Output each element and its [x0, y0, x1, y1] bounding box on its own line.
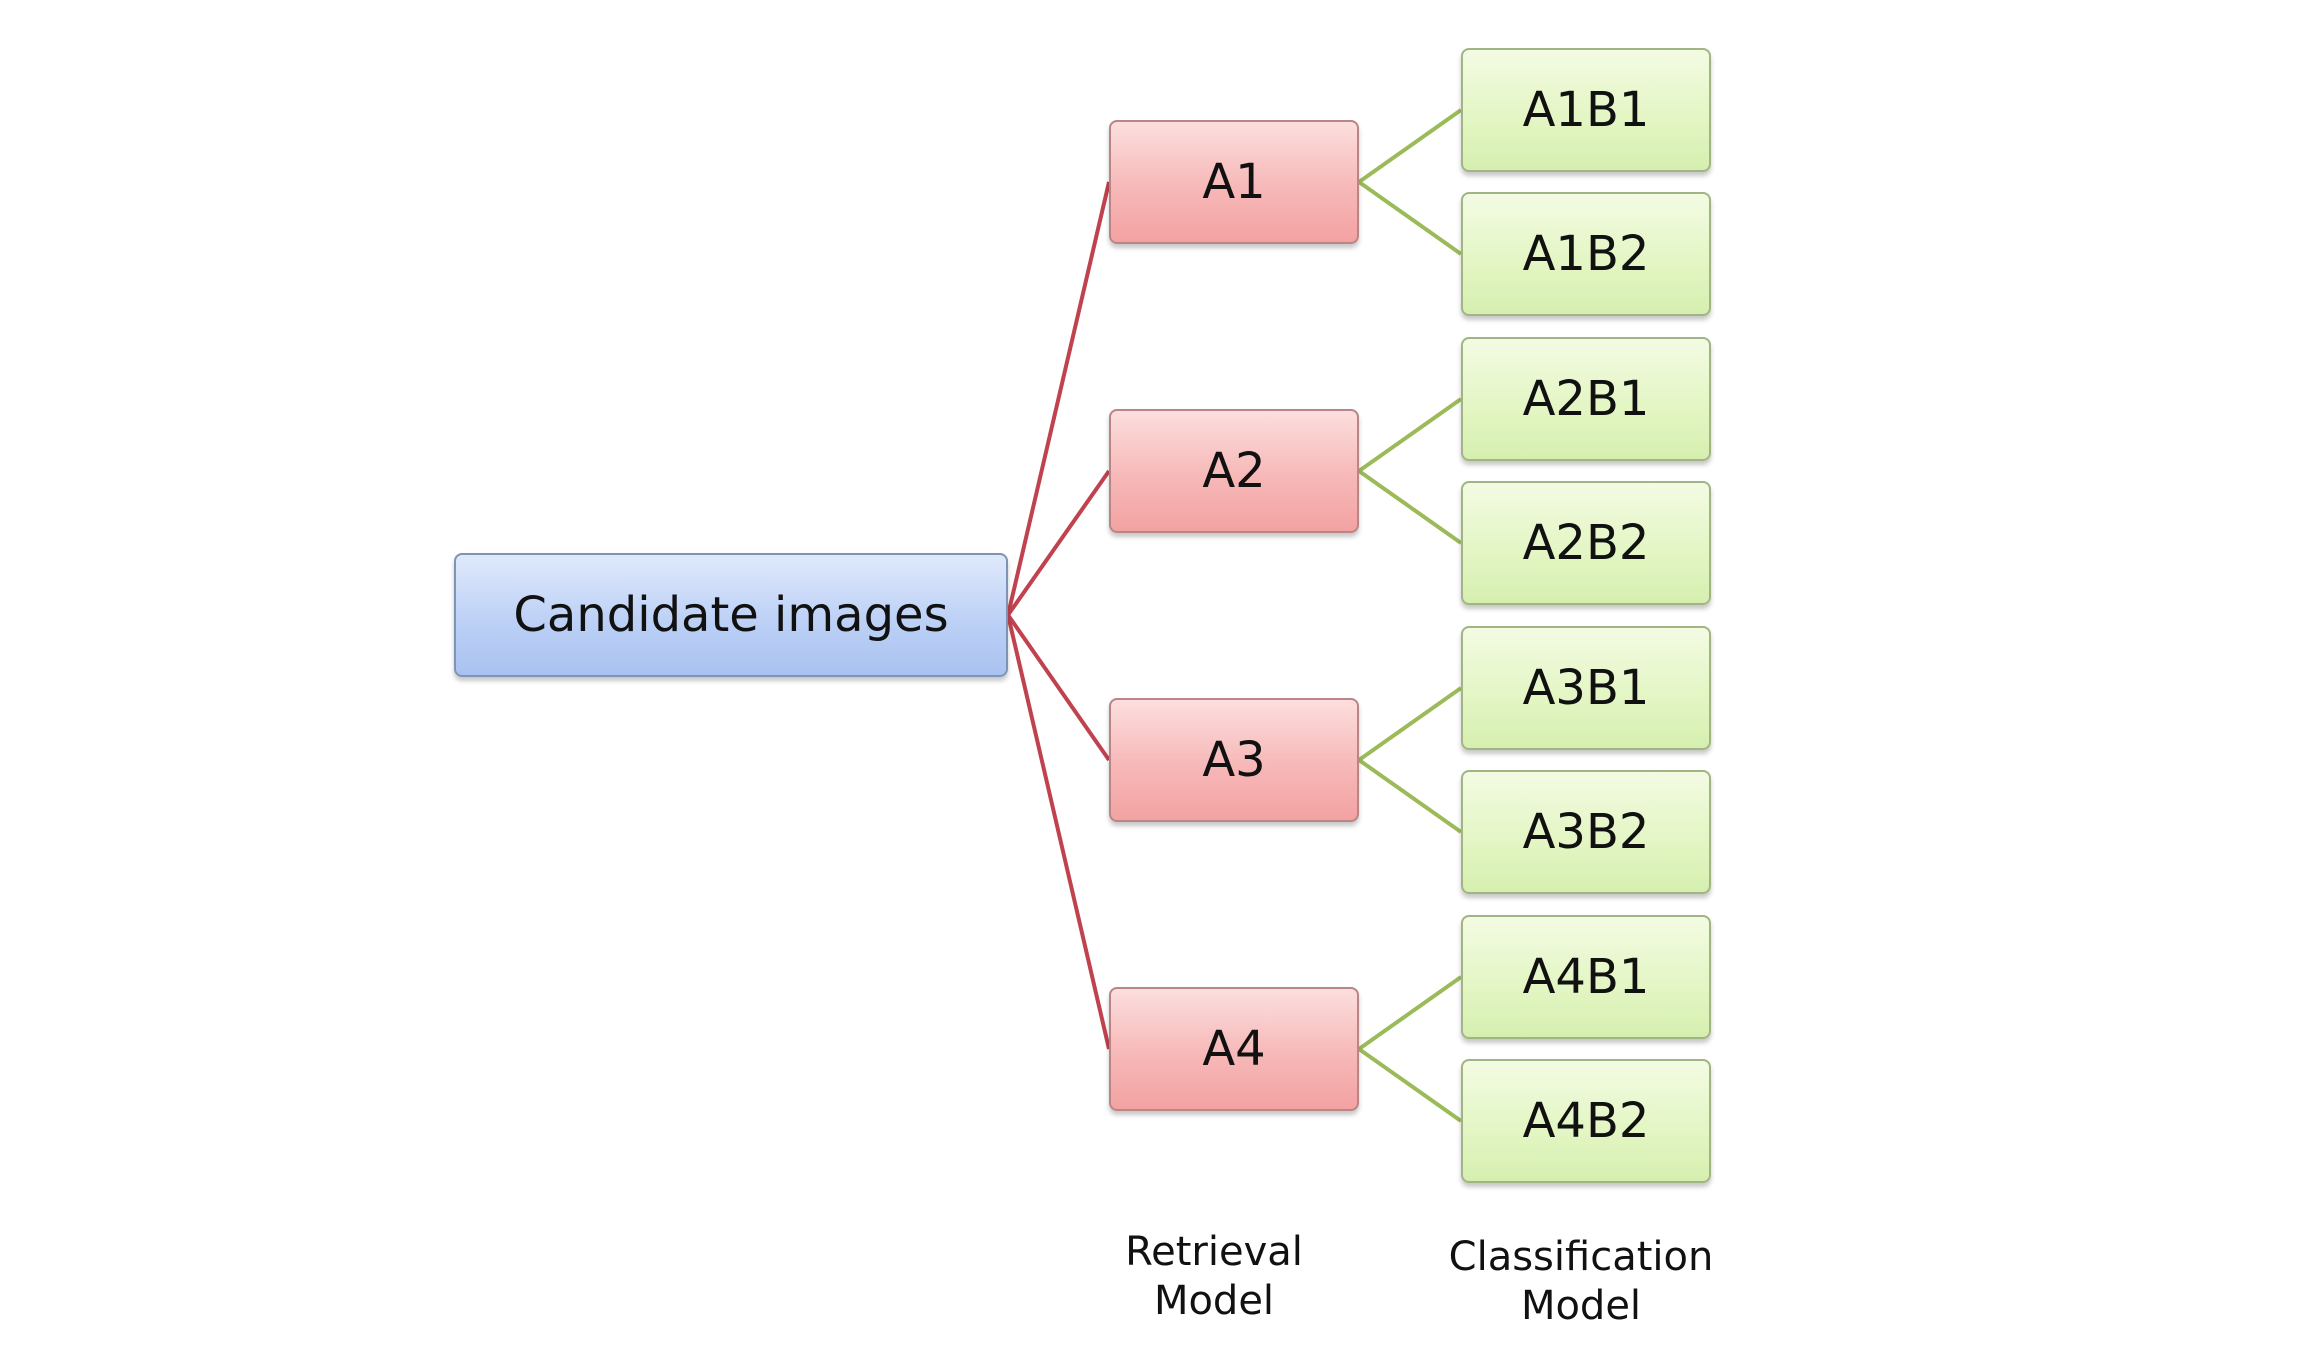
classification-node-a1b1: A1B1 — [1461, 48, 1711, 172]
classification-node-a4b2: A4B2 — [1461, 1059, 1711, 1183]
root-node-label: Candidate images — [513, 587, 949, 643]
edge-a1-a1b1 — [1357, 108, 1463, 184]
edge-root-a2 — [1006, 469, 1111, 617]
retrieval-node-label: A1 — [1202, 154, 1266, 210]
edge-root-a3 — [1006, 613, 1111, 762]
classification-node-label: A4B2 — [1522, 1093, 1650, 1149]
classification-node-label: A2B2 — [1522, 515, 1650, 571]
retrieval-node-a1: A1 — [1109, 120, 1359, 244]
retrieval-node-a3: A3 — [1109, 698, 1359, 822]
edge-a3-a3b2 — [1357, 758, 1463, 834]
retrieval-model-caption: Retrieval Model — [1074, 1228, 1354, 1326]
retrieval-node-label: A4 — [1202, 1021, 1266, 1077]
retrieval-node-label: A2 — [1202, 443, 1266, 499]
edge-a4-a4b1 — [1357, 975, 1463, 1051]
retrieval-node-a4: A4 — [1109, 987, 1359, 1111]
edge-a3-a3b1 — [1357, 686, 1463, 762]
classification-node-a3b1: A3B1 — [1461, 626, 1711, 750]
classification-node-a1b2: A1B2 — [1461, 192, 1711, 316]
retrieval-caption-line1: Retrieval — [1125, 1229, 1303, 1275]
classification-node-label: A1B2 — [1522, 226, 1650, 282]
retrieval-node-a2: A2 — [1109, 409, 1359, 533]
edge-a2-a2b1 — [1357, 397, 1463, 473]
classification-node-label: A4B1 — [1522, 949, 1650, 1005]
classification-node-a4b1: A4B1 — [1461, 915, 1711, 1039]
classification-model-caption: Classification Model — [1416, 1233, 1746, 1331]
classification-node-a2b1: A2B1 — [1461, 337, 1711, 461]
classification-node-label: A3B1 — [1522, 660, 1650, 716]
classification-node-a2b2: A2B2 — [1461, 481, 1711, 605]
root-node-candidate-images: Candidate images — [454, 553, 1008, 677]
edge-a4-a4b2 — [1357, 1047, 1463, 1123]
edge-a2-a2b2 — [1357, 469, 1463, 545]
edge-root-a4 — [1006, 614, 1111, 1050]
classification-caption-line1: Classification — [1448, 1234, 1714, 1280]
classification-node-label: A3B2 — [1522, 804, 1650, 860]
classification-caption-line2: Model — [1520, 1283, 1642, 1329]
classification-node-label: A1B1 — [1522, 82, 1650, 138]
classification-node-label: A2B1 — [1522, 371, 1650, 427]
retrieval-node-label: A3 — [1202, 732, 1266, 788]
classification-node-a3b2: A3B2 — [1461, 770, 1711, 894]
retrieval-caption-line2: Model — [1153, 1278, 1275, 1324]
edge-root-a1 — [1006, 181, 1111, 616]
edge-a1-a1b2 — [1357, 180, 1463, 256]
